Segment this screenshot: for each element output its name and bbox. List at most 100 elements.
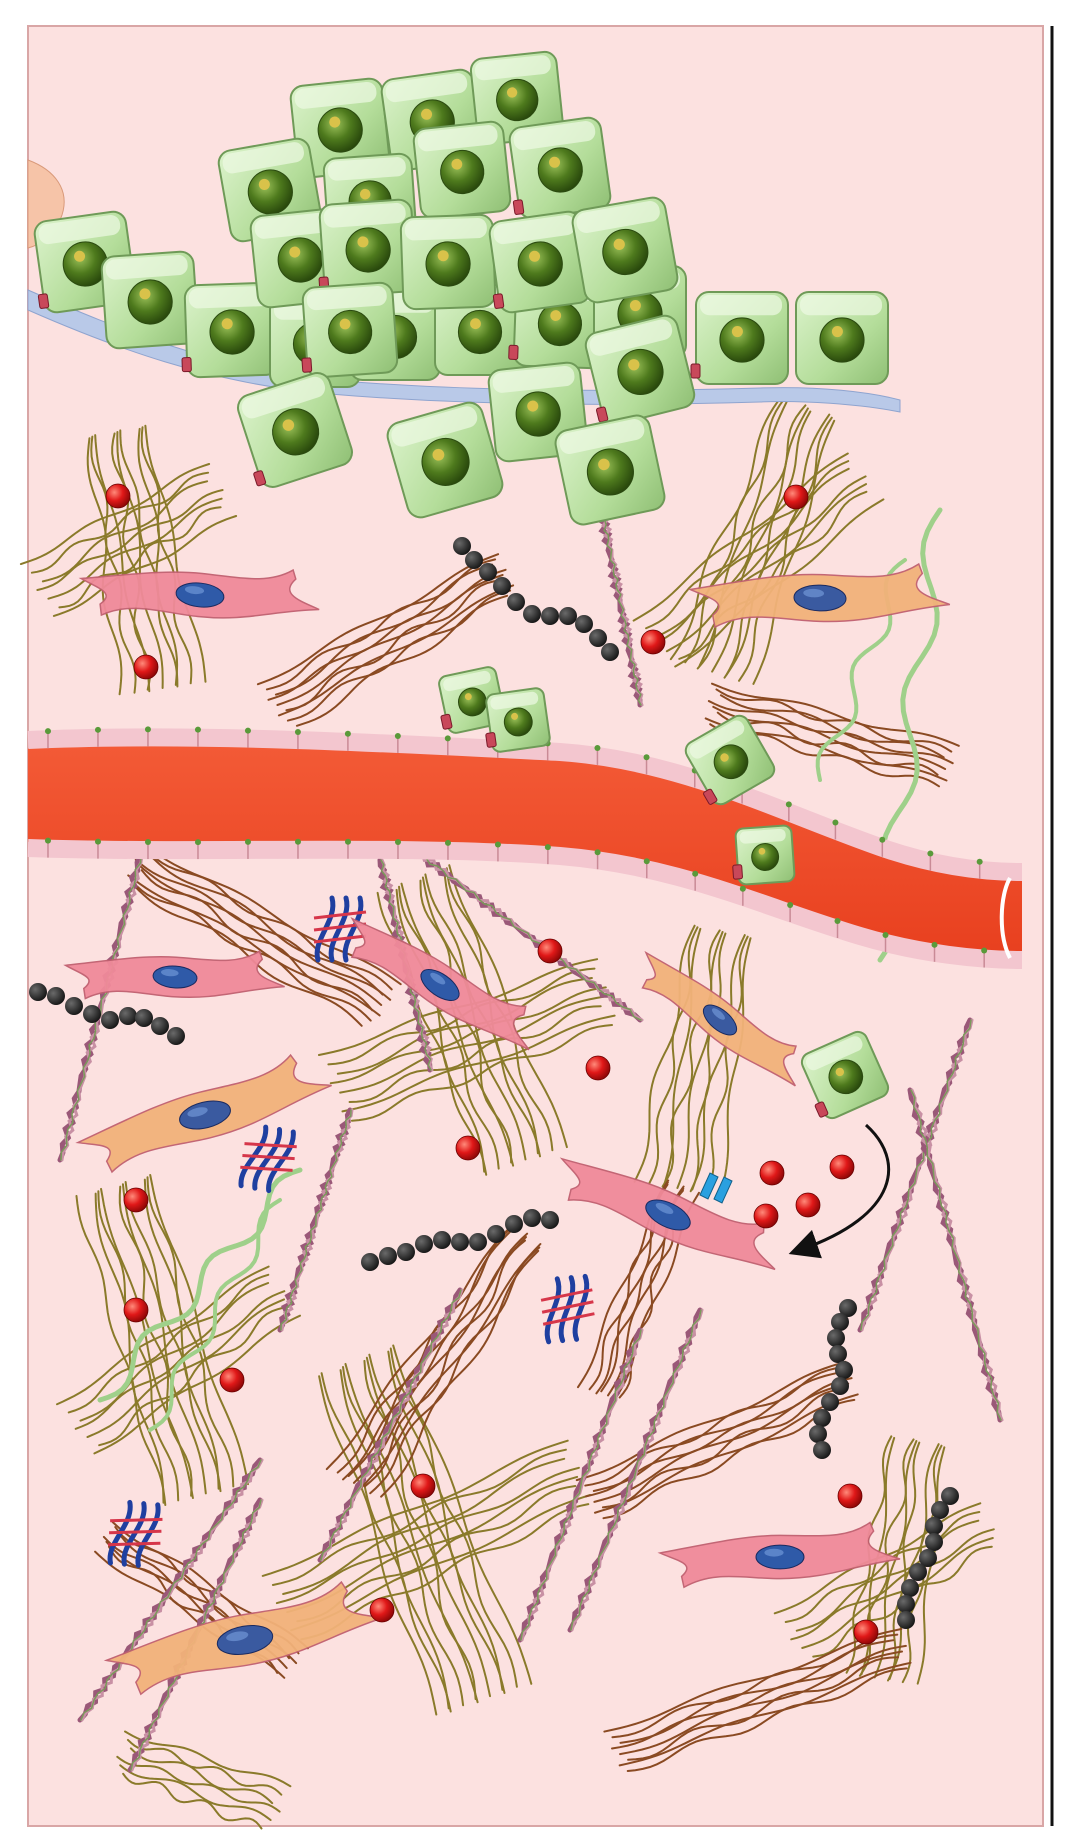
- matrix-protein-dot-icon: [411, 1474, 435, 1498]
- hyaluronan-bead: [453, 537, 471, 555]
- nucleolus: [732, 326, 743, 337]
- matrix-protein-dot-icon: [124, 1298, 148, 1322]
- junction-dot: [879, 837, 885, 843]
- hyaluronan-bead: [809, 1425, 827, 1443]
- nucleolus: [832, 326, 843, 337]
- junction-dot: [195, 839, 201, 845]
- cell-junction: [691, 364, 700, 378]
- junction-dot: [977, 859, 983, 865]
- junction-dot: [594, 745, 600, 751]
- hyaluronan-bead: [541, 607, 559, 625]
- hyaluronan-bead: [361, 1253, 379, 1271]
- junction-dot: [787, 902, 793, 908]
- junction-dot: [445, 840, 451, 846]
- junction-dot: [245, 728, 251, 734]
- matrix-protein-dot-icon: [796, 1193, 820, 1217]
- junction-dot: [145, 839, 151, 845]
- matrix-protein-dot-icon: [586, 1056, 610, 1080]
- hyaluronan-bead: [813, 1409, 831, 1427]
- epithelial-cell-icon: [480, 687, 550, 753]
- epithelial-cell-icon: [730, 825, 795, 885]
- nucleolus: [470, 318, 481, 329]
- junction-dot: [981, 948, 987, 954]
- hyaluronan-bead: [897, 1611, 915, 1629]
- hyaluronan-bead: [469, 1233, 487, 1251]
- hyaluronan-bead: [925, 1533, 943, 1551]
- junction-dot: [395, 839, 401, 845]
- cell-junction: [493, 294, 504, 309]
- cell-junction: [486, 732, 497, 747]
- hyaluronan-bead: [415, 1235, 433, 1253]
- junction-dot: [45, 728, 51, 734]
- junction-dot: [195, 727, 201, 733]
- hyaluronan-bead: [931, 1501, 949, 1519]
- hyaluronan-bead: [831, 1313, 849, 1331]
- hyaluronan-bead: [397, 1243, 415, 1261]
- cell-junction: [182, 357, 191, 371]
- hyaluronan-bead: [559, 607, 577, 625]
- hyaluronan-bead: [925, 1517, 943, 1535]
- nucleus-highlight: [764, 1549, 783, 1557]
- hyaluronan-bead: [135, 1009, 153, 1027]
- nucleolus: [630, 300, 641, 311]
- epithelial-cell-icon: [400, 214, 495, 309]
- cell-highlight: [700, 295, 782, 315]
- hyaluronan-bead: [575, 615, 593, 633]
- junction-dot: [445, 735, 451, 741]
- hyaluronan-bead: [101, 1011, 119, 1029]
- junction-dot: [595, 849, 601, 855]
- hyaluronan-bead: [835, 1361, 853, 1379]
- matrix-protein-dot-icon: [106, 484, 130, 508]
- hyaluronan-bead: [465, 551, 483, 569]
- hyaluronan-bead: [47, 987, 65, 1005]
- junction-dot: [740, 886, 746, 892]
- hyaluronan-bead: [523, 1209, 541, 1227]
- hyaluronan-bead: [151, 1017, 169, 1035]
- junction-dot: [45, 838, 51, 844]
- cell-highlight: [405, 218, 488, 241]
- hyaluronan-bead: [909, 1563, 927, 1581]
- epithelial-cell-icon: [571, 196, 680, 305]
- junction-dot: [345, 731, 351, 737]
- nucleus: [820, 318, 864, 362]
- matrix-protein-dot-icon: [538, 939, 562, 963]
- hyaluronan-bead: [589, 629, 607, 647]
- matrix-protein-dot-icon: [370, 1598, 394, 1622]
- matrix-protein-dot-icon: [456, 1136, 480, 1160]
- cell-highlight: [800, 295, 882, 315]
- cell-junction: [509, 345, 518, 359]
- junction-dot: [245, 839, 251, 845]
- epithelial-cell-icon: [553, 413, 667, 527]
- hyaluronan-bead: [493, 577, 511, 595]
- matrix-protein-dot-icon: [220, 1368, 244, 1392]
- cell-junction: [733, 865, 743, 880]
- hyaluronan-bead: [29, 983, 47, 1001]
- hyaluronan-bead: [827, 1329, 845, 1347]
- epithelial-cell-icon: [503, 116, 612, 221]
- hyaluronan-bead: [83, 1005, 101, 1023]
- nucleus: [458, 310, 501, 353]
- hyaluronan-bead: [829, 1345, 847, 1363]
- hyaluronan-bead: [65, 997, 83, 1015]
- hyaluronan-bead: [897, 1595, 915, 1613]
- matrix-protein-dot-icon: [838, 1484, 862, 1508]
- junction-dot: [495, 841, 501, 847]
- hyaluronan-bead: [479, 563, 497, 581]
- hyaluronan-bead: [601, 643, 619, 661]
- cell-junction: [513, 200, 524, 215]
- junction-dot: [644, 858, 650, 864]
- junction-dot: [786, 801, 792, 807]
- junction-dot: [644, 754, 650, 760]
- hyaluronan-bead: [505, 1215, 523, 1233]
- junction-dot: [927, 851, 933, 857]
- hyaluronan-bead: [119, 1007, 137, 1025]
- fibroblast-nucleus: [756, 1545, 804, 1569]
- hyaluronan-bead: [831, 1377, 849, 1395]
- matrix-protein-dot-icon: [784, 485, 808, 509]
- junction-dot: [545, 844, 551, 850]
- hyaluronan-bead: [433, 1231, 451, 1249]
- hyaluronan-bead: [379, 1247, 397, 1265]
- cell-junction: [38, 294, 49, 309]
- junction-dot: [832, 819, 838, 825]
